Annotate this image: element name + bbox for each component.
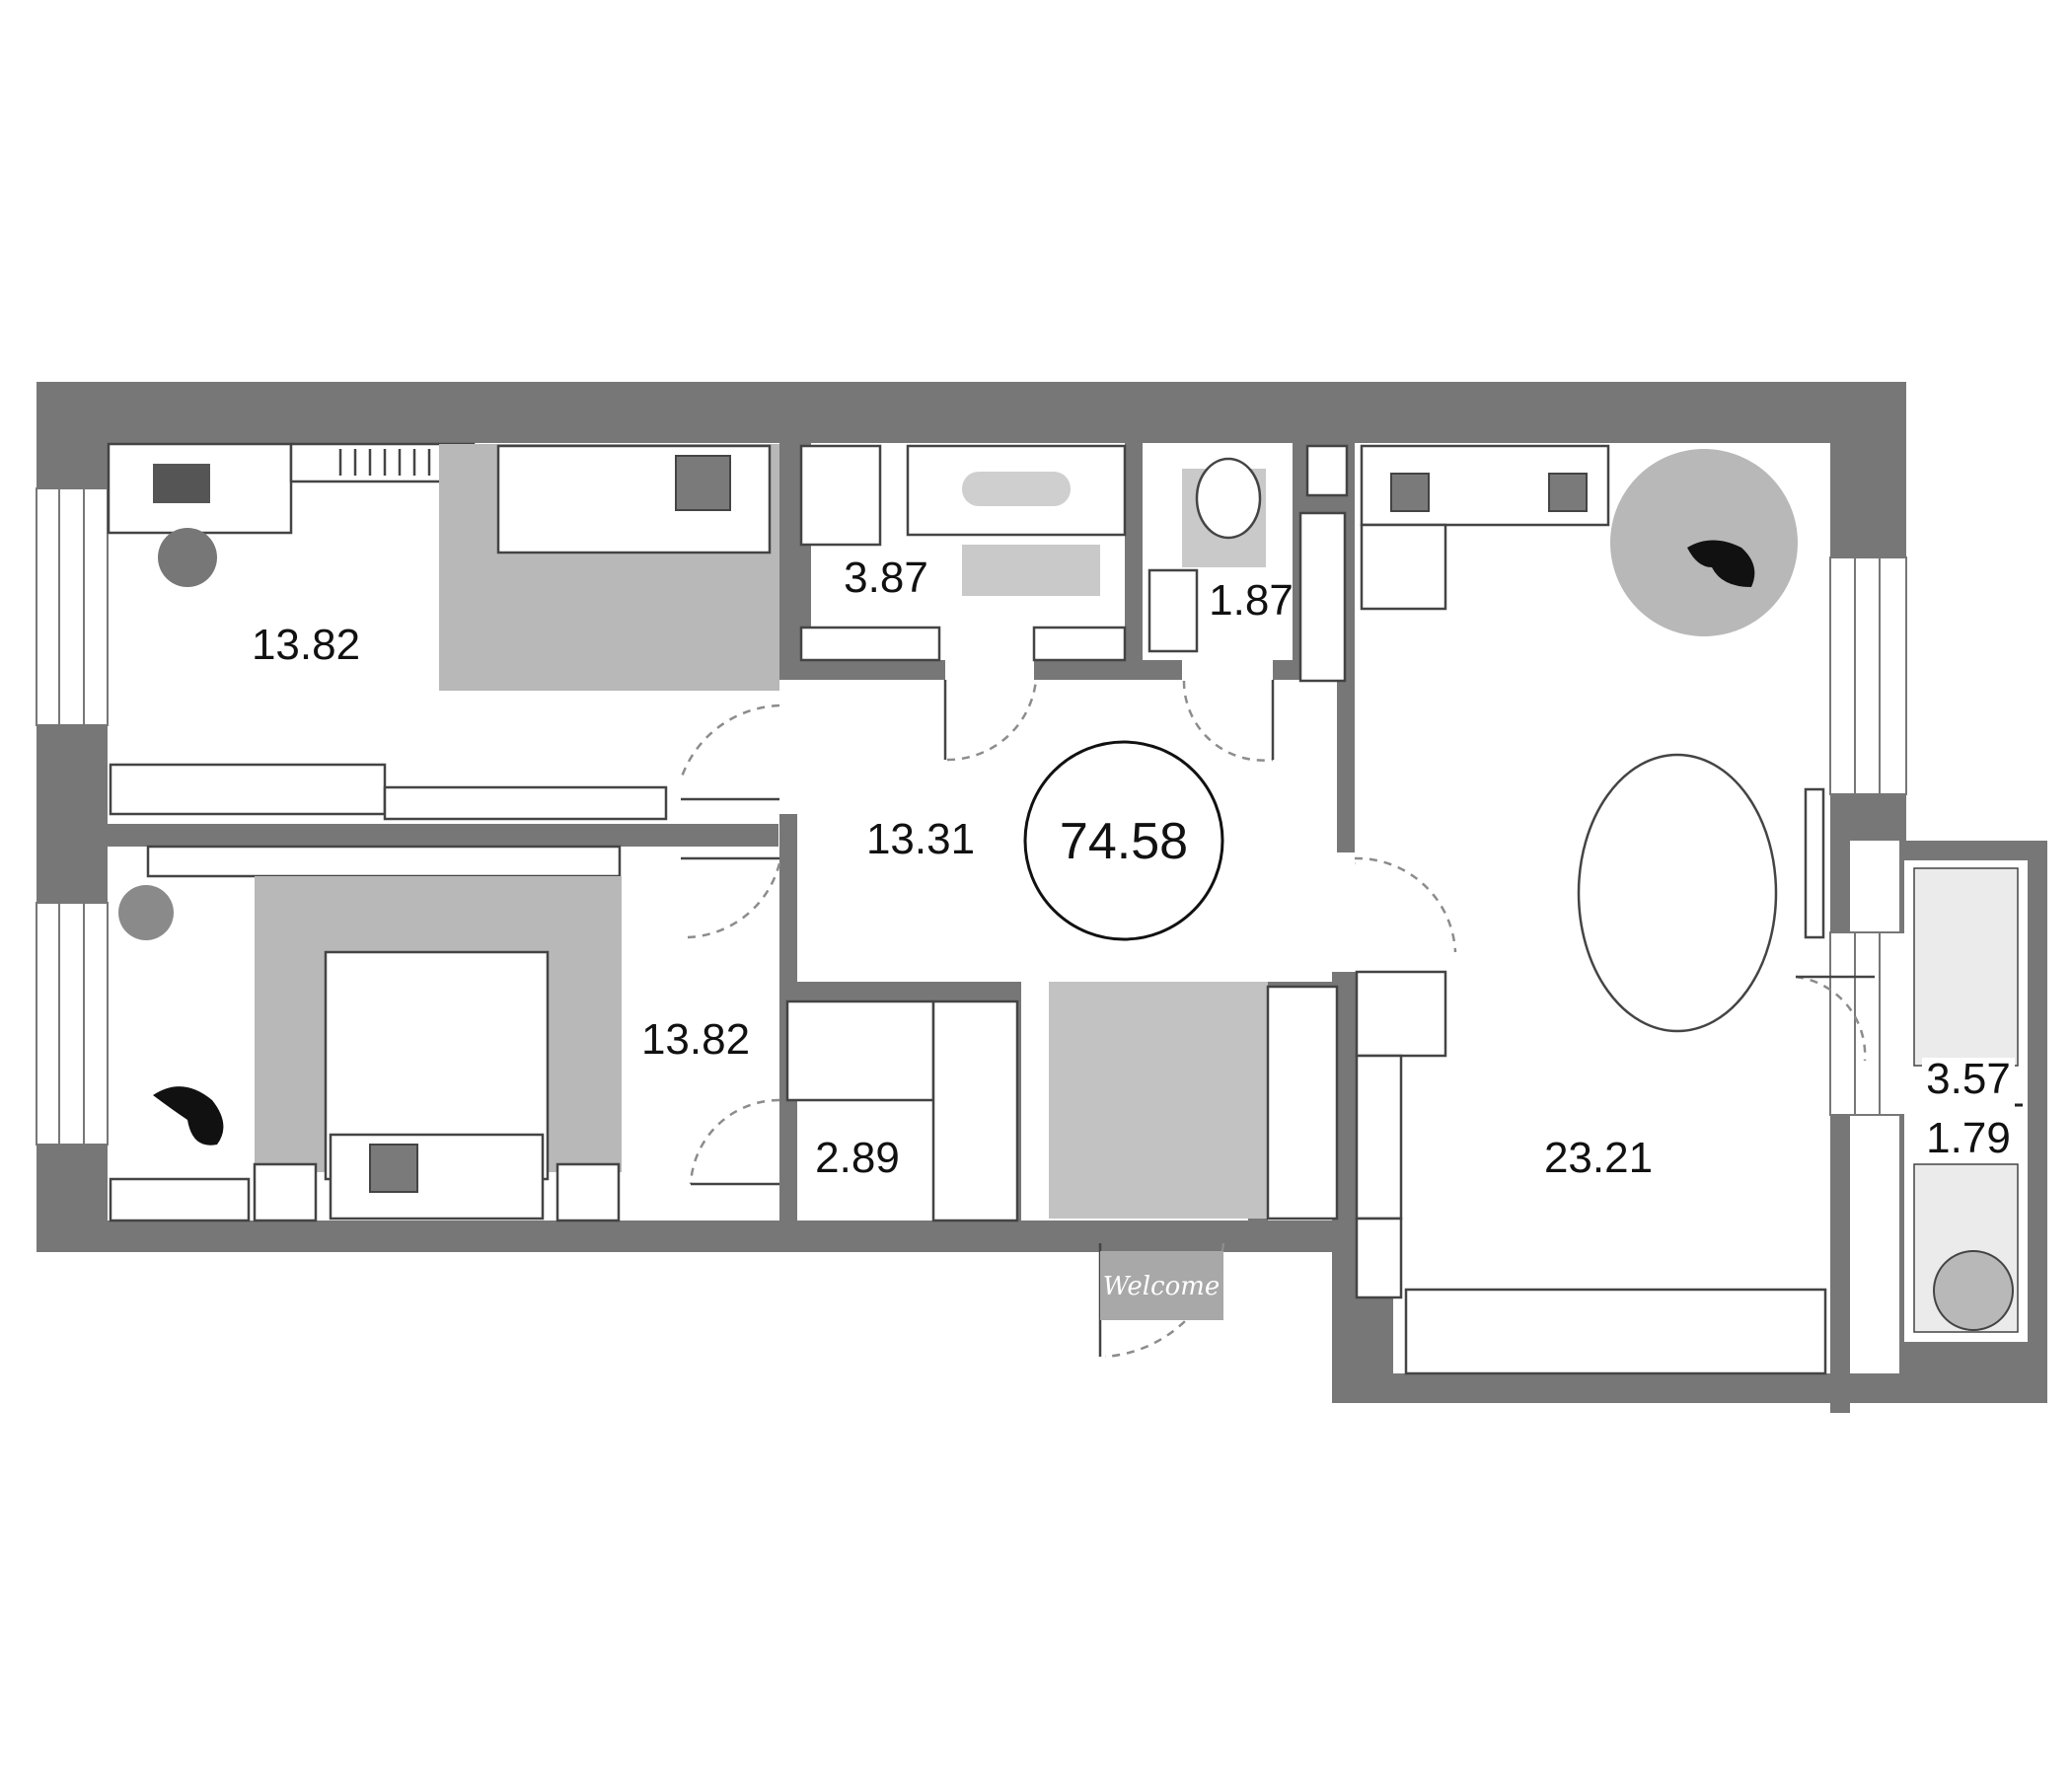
area-label-toilet: 1.87 xyxy=(1209,576,1294,625)
doormat-text: Welcome xyxy=(1103,1272,1221,1301)
windows xyxy=(36,487,1907,1146)
balcony-area-top: 3.57 xyxy=(1926,1055,2011,1103)
area-label-storage: 2.89 xyxy=(815,1134,900,1182)
bedroom-top-furniture xyxy=(107,442,779,821)
bedroom-bottom-furniture xyxy=(109,845,622,1222)
area-label-kitchen-living: 23.21 xyxy=(1544,1134,1653,1182)
bathroom-furniture xyxy=(799,444,1266,662)
window-frames xyxy=(58,488,1881,1145)
door-swings xyxy=(679,679,1867,1359)
total-area-circle xyxy=(1023,740,1224,941)
balcony-label-bg xyxy=(1922,1058,2015,1156)
area-label-bedroom-bottom: 13.82 xyxy=(641,1015,750,1064)
kitchen-furniture xyxy=(1355,444,1827,1375)
area-label-hallway: 13.31 xyxy=(866,815,975,863)
doormat xyxy=(1100,1251,1223,1320)
total-area-label: 74.58 xyxy=(1060,813,1188,870)
balcony-area-bottom: 1.79 xyxy=(1926,1114,2011,1162)
area-label-bathroom: 3.87 xyxy=(844,554,928,602)
area-label-bedroom-top: 13.82 xyxy=(252,621,360,669)
toilet-controls xyxy=(1305,444,1349,497)
boiler-unit xyxy=(1298,511,1347,683)
storage-furniture xyxy=(785,982,1339,1222)
